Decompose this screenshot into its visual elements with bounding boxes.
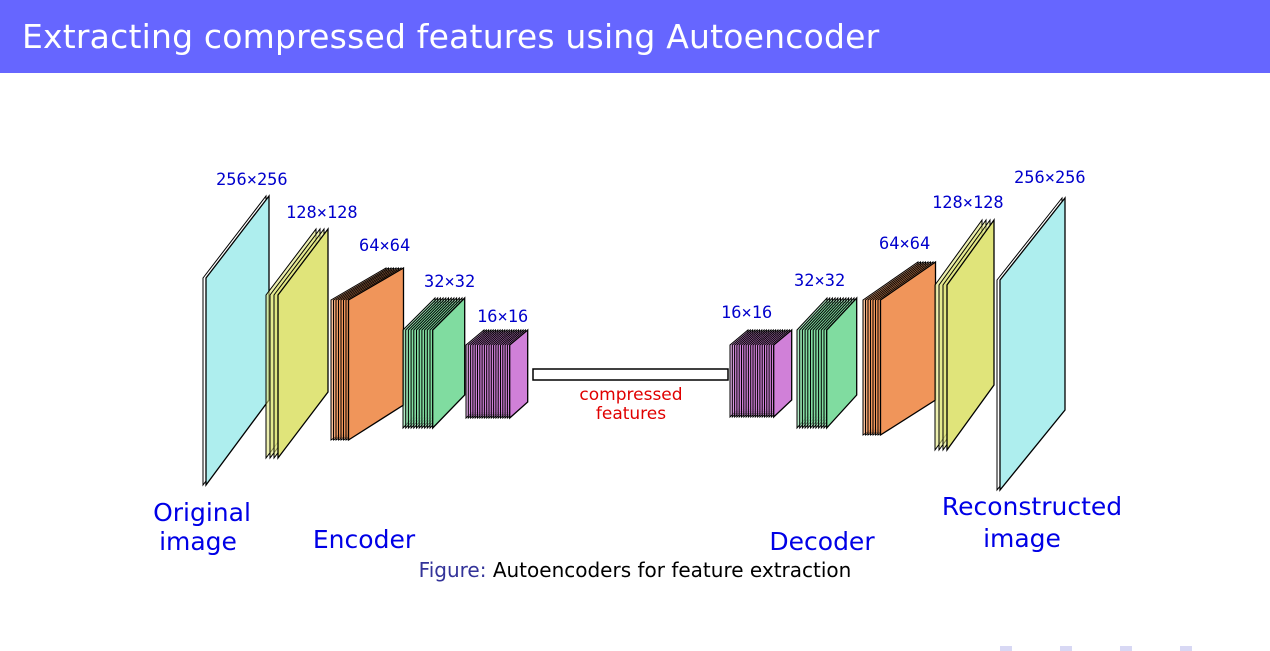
enc-dim-32: 32×32 — [424, 272, 475, 292]
enc-layer-128 — [265, 227, 329, 460]
feature-map-slice — [432, 296, 466, 430]
enc-dim-128: 128×128 — [286, 203, 358, 223]
bottleneck-label-2: features — [596, 404, 666, 424]
decoder-label: Decoder — [769, 527, 875, 556]
dec-dim-256: 256×256 — [1014, 168, 1086, 188]
enc-dim-64: 64×64 — [359, 236, 410, 256]
output-image-layer — [996, 196, 1066, 492]
nav-icon[interactable] — [1000, 646, 1012, 651]
bottleneck-bar — [532, 368, 729, 381]
enc-dim-256: 256×256 — [216, 170, 288, 190]
caption-text: Autoencoders for feature extraction — [492, 558, 852, 582]
title-bar: Extracting compressed features using Aut… — [0, 0, 1270, 73]
feature-map-slice — [205, 194, 270, 487]
enc-dim-16: 16×16 — [477, 307, 528, 327]
caption-label: Figure: — [418, 558, 487, 582]
dec-dim-128: 128×128 — [932, 193, 1004, 213]
nav-icon[interactable] — [1180, 646, 1192, 651]
feature-map-slice — [999, 196, 1066, 492]
output-label-1: Reconstructed — [942, 492, 1122, 521]
input-label-2: image — [159, 527, 237, 556]
feature-map-slice — [277, 227, 329, 460]
dec-layer-16 — [729, 328, 793, 419]
dec-dim-64: 64×64 — [879, 234, 930, 254]
feature-map-slice — [773, 328, 793, 419]
nav-icon[interactable] — [1120, 646, 1132, 651]
feature-map-slice — [509, 328, 529, 420]
dec-layer-32 — [796, 296, 858, 430]
input-label-1: Original — [153, 498, 251, 527]
nav-icon[interactable] — [1060, 646, 1072, 651]
output-label-2: image — [983, 524, 1061, 553]
slide-title: Extracting compressed features using Aut… — [22, 17, 880, 56]
dec-layer-128 — [934, 217, 995, 453]
enc-layer-32 — [402, 296, 466, 430]
bottleneck-label-1: compressed — [579, 385, 682, 405]
enc-layer-16 — [465, 328, 529, 420]
dec-dim-32: 32×32 — [794, 271, 845, 291]
encoder-label: Encoder — [313, 525, 416, 554]
dec-dim-16: 16×16 — [721, 303, 772, 323]
feature-map-slice — [946, 217, 995, 453]
feature-map-slice — [826, 296, 858, 430]
enc-layer-64 — [330, 266, 405, 442]
input-image-layer — [202, 194, 270, 487]
figure-caption: Figure: Autoencoders for feature extract… — [0, 558, 1270, 582]
dec-layer-64 — [862, 260, 937, 437]
